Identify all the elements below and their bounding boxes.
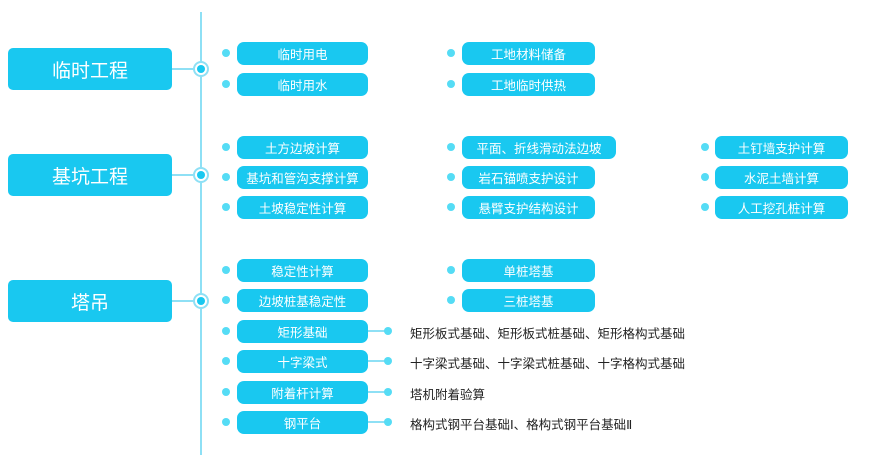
- bullet-icon: [222, 327, 230, 335]
- item-temp-power[interactable]: 临时用电: [237, 42, 368, 65]
- item-pit[interactable]: 岩石锚喷支护设计: [462, 166, 595, 189]
- bullet-icon: [222, 388, 230, 396]
- item-temp[interactable]: 工地临时供热: [462, 73, 595, 96]
- bullet-icon: [222, 203, 230, 211]
- bullet-icon: [701, 203, 709, 211]
- item-pit[interactable]: 人工挖孔桩计算: [715, 196, 848, 219]
- bullet-icon: [384, 327, 392, 335]
- item-crane[interactable]: 钢平台: [237, 411, 368, 434]
- connector: [368, 421, 386, 423]
- item-temp-water[interactable]: 临时用水: [237, 73, 368, 96]
- bullet-icon: [222, 49, 230, 57]
- bullet-icon: [222, 143, 230, 151]
- bullet-icon: [447, 143, 455, 151]
- bullet-icon: [447, 266, 455, 274]
- item-pit[interactable]: 土方边坡计算: [237, 136, 368, 159]
- bullet-icon: [384, 357, 392, 365]
- item-crane[interactable]: 附着杆计算: [237, 381, 368, 404]
- bullet-icon: [222, 357, 230, 365]
- bullet-icon: [222, 266, 230, 274]
- item-pit[interactable]: 土坡稳定性计算: [237, 196, 368, 219]
- description[interactable]: 矩形板式基础、矩形板式桩基础、矩形格构式基础: [410, 326, 686, 341]
- bullet-icon: [701, 173, 709, 181]
- item-crane[interactable]: 三桩塔基: [462, 289, 595, 312]
- bullet-icon: [384, 418, 392, 426]
- item-crane[interactable]: 稳定性计算: [237, 259, 368, 282]
- item-pit[interactable]: 基坑和管沟支撑计算: [237, 166, 368, 189]
- category-tower-crane[interactable]: 塔吊: [8, 280, 172, 322]
- bullet-icon: [447, 173, 455, 181]
- bullet-icon: [447, 203, 455, 211]
- main-axis-line: [200, 12, 202, 455]
- connector: [172, 68, 200, 70]
- item-crane[interactable]: 矩形基础: [237, 320, 368, 343]
- bullet-icon: [222, 173, 230, 181]
- item-crane[interactable]: 边坡桩基稳定性: [237, 289, 368, 312]
- description[interactable]: 格构式钢平台基础Ⅰ、格构式钢平台基础Ⅱ: [410, 417, 633, 432]
- item-crane[interactable]: 单桩塔基: [462, 259, 595, 282]
- bullet-icon: [701, 143, 709, 151]
- item-pit[interactable]: 悬臂支护结构设计: [462, 196, 595, 219]
- connector: [368, 391, 386, 393]
- connector: [172, 300, 200, 302]
- bullet-icon: [222, 418, 230, 426]
- category-temporary-works[interactable]: 临时工程: [8, 48, 172, 90]
- connector: [368, 330, 386, 332]
- item-pit[interactable]: 平面、折线滑动法边坡: [462, 136, 616, 159]
- connector: [172, 174, 200, 176]
- category-foundation-pit[interactable]: 基坑工程: [8, 154, 172, 196]
- bullet-icon: [222, 80, 230, 88]
- bullet-icon: [447, 49, 455, 57]
- bullet-icon: [222, 296, 230, 304]
- item-pit[interactable]: 水泥土墙计算: [715, 166, 848, 189]
- bullet-icon: [447, 80, 455, 88]
- description[interactable]: 塔机附着验算: [410, 387, 486, 402]
- description[interactable]: 十字梁式基础、十字梁式桩基础、十字格构式基础: [410, 356, 686, 371]
- node-icon: [193, 167, 209, 183]
- item-temp[interactable]: 工地材料储备: [462, 42, 595, 65]
- connector: [368, 360, 386, 362]
- node-icon: [193, 293, 209, 309]
- item-crane[interactable]: 十字梁式: [237, 350, 368, 373]
- bullet-icon: [384, 388, 392, 396]
- bullet-icon: [447, 296, 455, 304]
- item-pit[interactable]: 土钉墙支护计算: [715, 136, 848, 159]
- node-icon: [193, 61, 209, 77]
